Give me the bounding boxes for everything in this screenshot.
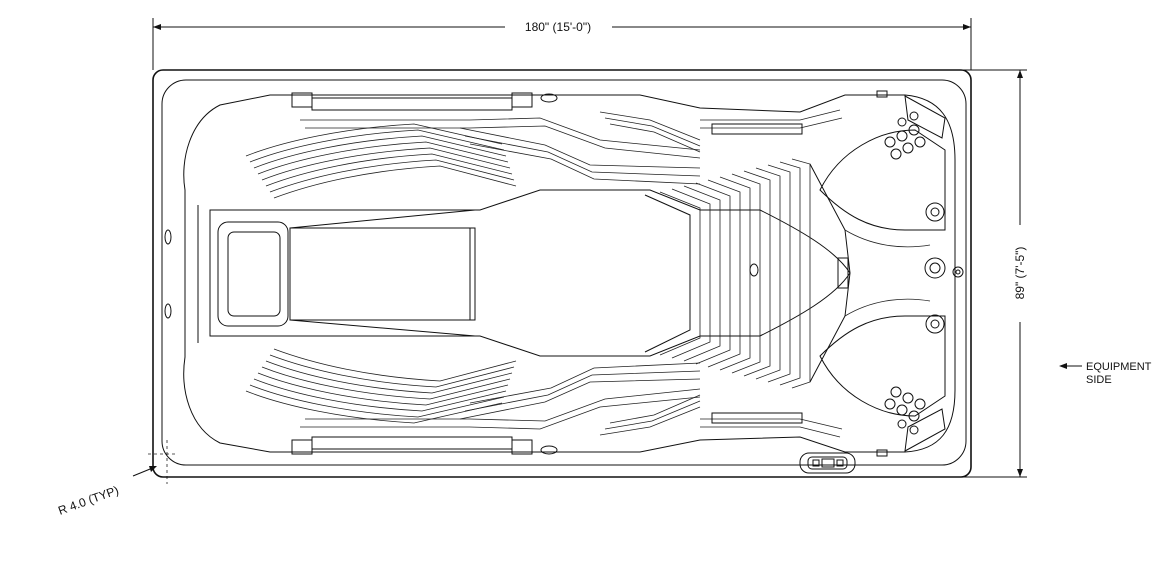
arrowhead-top (1017, 70, 1023, 78)
length-dimension: 180" (15'-0") (152, 18, 972, 70)
channel-outline (209, 189, 851, 357)
control-panel (799, 452, 856, 474)
upper-headrest (904, 95, 946, 139)
lower-grab-rail (311, 436, 513, 450)
swim-channel (209, 189, 851, 357)
upper-side-tray (711, 123, 803, 135)
upper-grab-rail (311, 97, 513, 111)
radius-callout: R 4.0 (TYP) (56, 440, 178, 518)
lower-jet-cluster (884, 386, 926, 435)
lower-fitting-right (511, 439, 533, 455)
lounge-seats (819, 90, 964, 457)
control-button-left (812, 459, 820, 467)
arrowhead-bottom (1017, 469, 1023, 477)
left-fitting-upper (164, 229, 172, 245)
equipment-side-line1: EQUIPMENT (1086, 361, 1152, 373)
upper-lounge-seat (819, 129, 946, 231)
lower-corner-fitting (876, 449, 888, 457)
arrowhead-left (153, 24, 161, 30)
lower-lounge-seat (819, 315, 946, 417)
lower-bench-ribs (245, 348, 843, 455)
upper-fitting-left (291, 92, 313, 108)
upper-corner-fitting (876, 90, 888, 98)
arrowhead-right (963, 24, 971, 30)
left-fitting-lower (164, 303, 172, 319)
control-panel-housing (799, 452, 856, 474)
lower-headrest (904, 408, 946, 452)
lower-rotary-jet (925, 314, 945, 334)
current-intake (837, 257, 849, 289)
upper-bench-ribs (245, 92, 843, 199)
length-dimension-label: 180" (15'-0") (525, 20, 591, 34)
channel-floor (289, 227, 476, 321)
center-rotary-jet (924, 257, 946, 279)
current-wall-front (644, 194, 691, 353)
equipment-side-line2: SIDE (1086, 374, 1112, 386)
upper-jet-cluster (884, 111, 926, 160)
step-pad (217, 221, 289, 327)
control-display (821, 458, 835, 468)
equipment-side-note: EQUIPMENT SIDE (1059, 361, 1152, 386)
radius-label: R 4.0 (TYP) (56, 483, 120, 518)
current-wall-ribs (644, 158, 851, 389)
width-dimension: 89" (7'-5") (960, 69, 1027, 478)
equipment-arrowhead (1059, 363, 1067, 369)
width-dimension-label: 89" (7'-5") (1013, 247, 1027, 300)
upper-rotary-jet (925, 202, 945, 222)
upper-fitting-right (511, 92, 533, 108)
lower-fitting-left (291, 439, 313, 455)
current-jet-center (749, 263, 759, 277)
top-rim-outline (161, 79, 967, 466)
control-button-right (836, 459, 844, 467)
shell-contour (183, 94, 956, 453)
drain-fitting (952, 266, 964, 278)
outer-cabinet-outline (152, 69, 972, 478)
spa-shell (152, 69, 972, 478)
lower-side-tray (711, 412, 803, 424)
